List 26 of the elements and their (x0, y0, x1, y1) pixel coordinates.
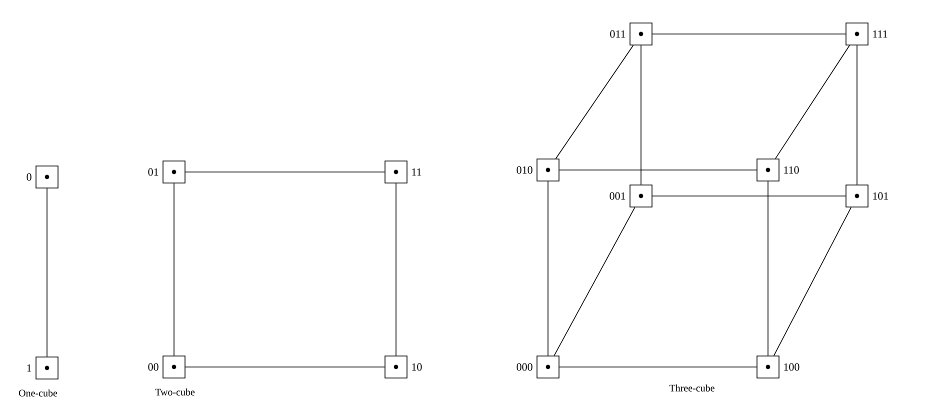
vertex-label: 100 (784, 363, 800, 371)
edge-line (46, 188, 48, 357)
caption: Two-cube (155, 388, 195, 396)
caption: One-cube (18, 389, 58, 396)
vertex-label: 0 (26, 173, 32, 181)
vertex-label: 00 (148, 363, 158, 371)
edge-line (775, 45, 850, 159)
vertex-label: 1 (27, 364, 32, 372)
vertex-label: 11 (412, 168, 422, 176)
vertex-label: 111 (873, 30, 888, 38)
edge-line (554, 206, 636, 356)
edge-line (856, 45, 858, 185)
vertex-label: 01 (148, 168, 158, 176)
edge-line (640, 45, 642, 185)
caption: Three-cube (669, 384, 714, 392)
edge-line (774, 206, 852, 356)
vertex-label: 110 (784, 166, 799, 174)
vertex-label: 000 (516, 363, 532, 371)
vertex-label: 101 (873, 192, 888, 200)
vertex-label: 001 (610, 192, 626, 200)
vertex-label: 010 (516, 166, 532, 174)
edge-line (185, 366, 385, 368)
edge-line (555, 45, 634, 159)
vertex-label: 011 (610, 30, 626, 38)
edge-line (559, 366, 757, 368)
vertex-label: 10 (412, 363, 422, 371)
